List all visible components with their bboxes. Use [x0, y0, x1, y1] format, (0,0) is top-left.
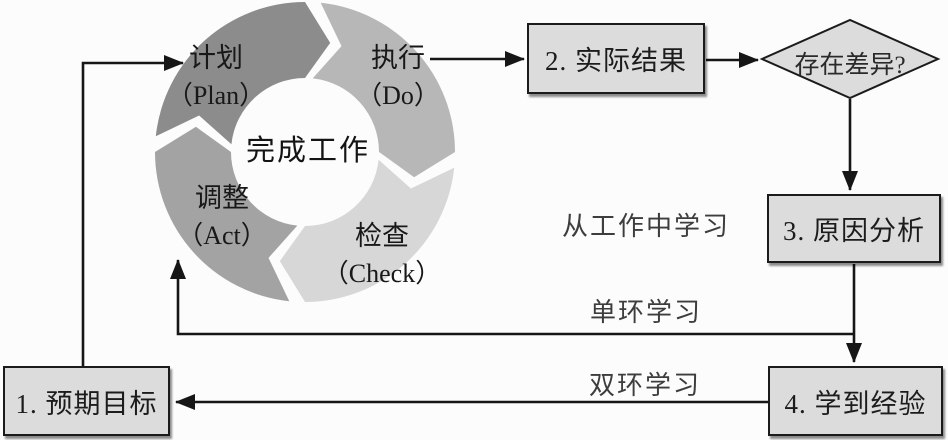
node-actual-results-label: 2. 实际结果 — [545, 46, 687, 76]
act-label-en: （Act） — [177, 221, 267, 250]
do-label-zh: 执行 — [371, 43, 425, 73]
node-cause-analysis: 3. 原因分析 — [767, 194, 941, 263]
decision-diamond-label: 存在差异? — [794, 52, 906, 79]
plan-label-zh: 计划 — [188, 43, 243, 73]
node-cause-analysis-label: 3. 原因分析 — [783, 216, 925, 246]
do-label: 执行 （Do） — [356, 40, 440, 114]
plan-label: 计划 （Plan） — [167, 40, 265, 114]
plan-label-en: （Plan） — [166, 81, 266, 110]
learn-from-work-annotation: 从工作中学习 — [561, 212, 731, 241]
pdca-cycle-ring — [155, 1, 455, 302]
act-label-zh: 调整 — [194, 183, 249, 213]
act-segment-shape — [155, 126, 298, 302]
single-loop-annotation: 单环学习 — [589, 298, 703, 327]
single-loop-arrow-to-act — [170, 259, 854, 336]
plan-segment-shape — [155, 1, 331, 145]
node-expected-goal-label: 1. 预期目标 — [15, 388, 158, 419]
decision-diamond-shape — [759, 18, 941, 100]
arrow-goal-to-plan — [81, 55, 184, 366]
check-label: 检查 （Check） — [323, 218, 441, 292]
node-lessons-learned-label: 4. 学到经验 — [784, 388, 927, 419]
node-actual-results: 2. 实际结果 — [527, 23, 705, 94]
cycle-center-label: 完成工作 — [245, 135, 371, 167]
do-label-en: （Do） — [356, 81, 440, 110]
do-segment-shape — [312, 2, 455, 178]
double-loop-annotation: 双环学习 — [588, 371, 702, 400]
act-label: 调整 （Act） — [177, 180, 267, 254]
node-lessons-learned: 4. 学到经验 — [768, 366, 943, 436]
check-label-en: （Check） — [322, 259, 442, 288]
check-label-zh: 检查 — [355, 221, 409, 251]
node-expected-goal: 1. 预期目标 — [3, 366, 170, 436]
check-segment-shape — [279, 159, 455, 302]
